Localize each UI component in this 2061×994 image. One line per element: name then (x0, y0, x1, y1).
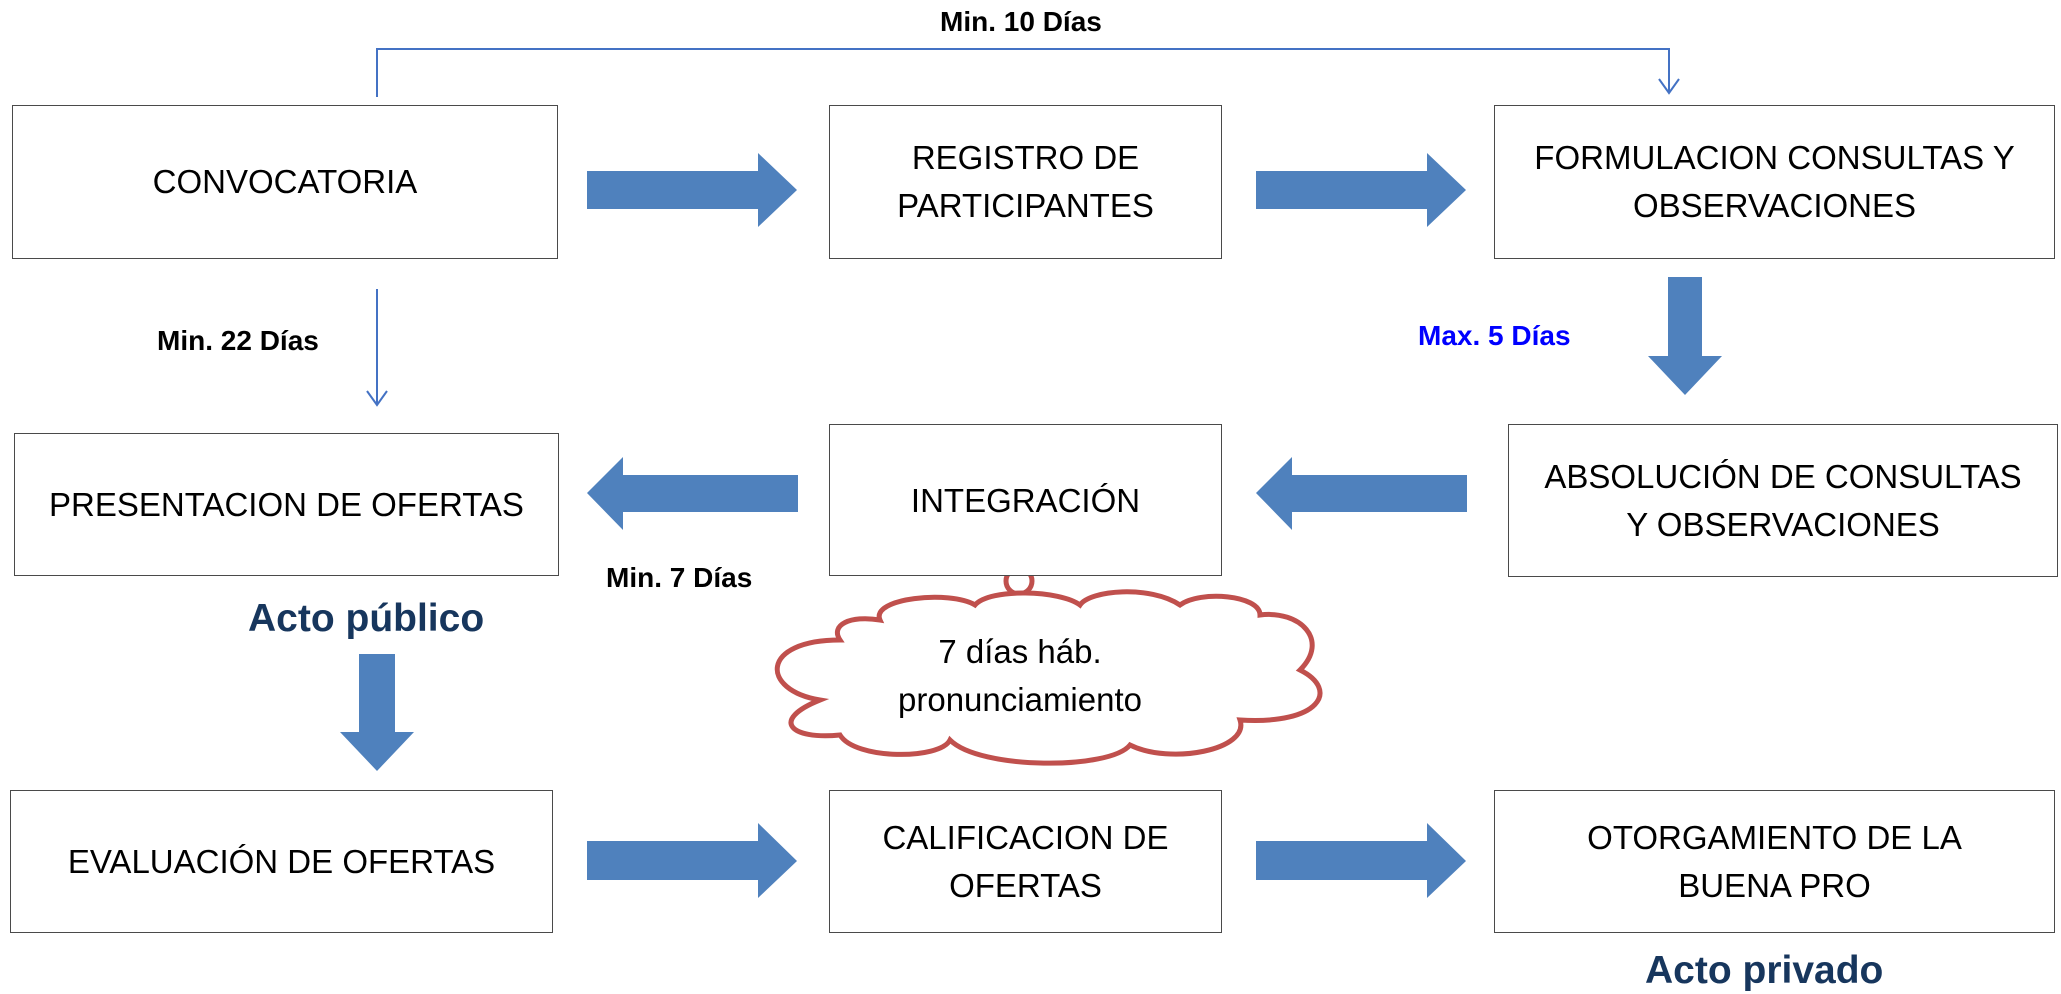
label-max-5-dias: Max. 5 Días (1418, 320, 1571, 351)
label-min-22-dias: Min. 22 Días (157, 325, 319, 356)
block-arrow-right (587, 823, 797, 898)
cloud-text-pronunciamiento: 7 días háb. pronunciamiento (898, 633, 1142, 718)
cloud-shape (774, 589, 1323, 766)
connector-arrowhead-left (366, 390, 388, 407)
label-acto-publico: Acto público (248, 597, 485, 640)
box-calificacion-ofertas: CALIFICACION DE OFERTAS (829, 790, 1222, 933)
block-arrow-right (587, 153, 797, 227)
block-arrow-down (1648, 277, 1722, 395)
box-absolucion-consultas: ABSOLUCIÓN DE CONSULTAS Y OBSERVACIONES (1508, 424, 2058, 577)
block-arrow-left (587, 457, 798, 530)
box-otorgamiento-buena-pro: OTORGAMIENTO DE LA BUENA PRO (1494, 790, 2055, 933)
connector-convocatoria-to-formulacion (376, 48, 1670, 97)
box-presentacion-ofertas: PRESENTACION DE OFERTAS (14, 433, 559, 576)
connector-arrowhead-top (1658, 78, 1680, 95)
label-min-7-dias: Min. 7 Días (606, 562, 753, 593)
block-arrow-left (1256, 457, 1467, 530)
block-arrow-right (1256, 823, 1466, 898)
box-registro-participantes: REGISTRO DE PARTICIPANTES (829, 105, 1222, 259)
box-evaluacion-ofertas: EVALUACIÓN DE OFERTAS (10, 790, 553, 933)
block-arrow-down (340, 654, 414, 771)
box-convocatoria: CONVOCATORIA (12, 105, 558, 259)
box-integracion: INTEGRACIÓN (829, 424, 1222, 576)
block-arrow-right (1256, 153, 1466, 227)
box-formulacion-consultas: FORMULACION CONSULTAS Y OBSERVACIONES (1494, 105, 2055, 259)
label-min-10-dias: Min. 10 Días (940, 6, 1102, 37)
label-acto-privado: Acto privado (1645, 949, 1884, 992)
